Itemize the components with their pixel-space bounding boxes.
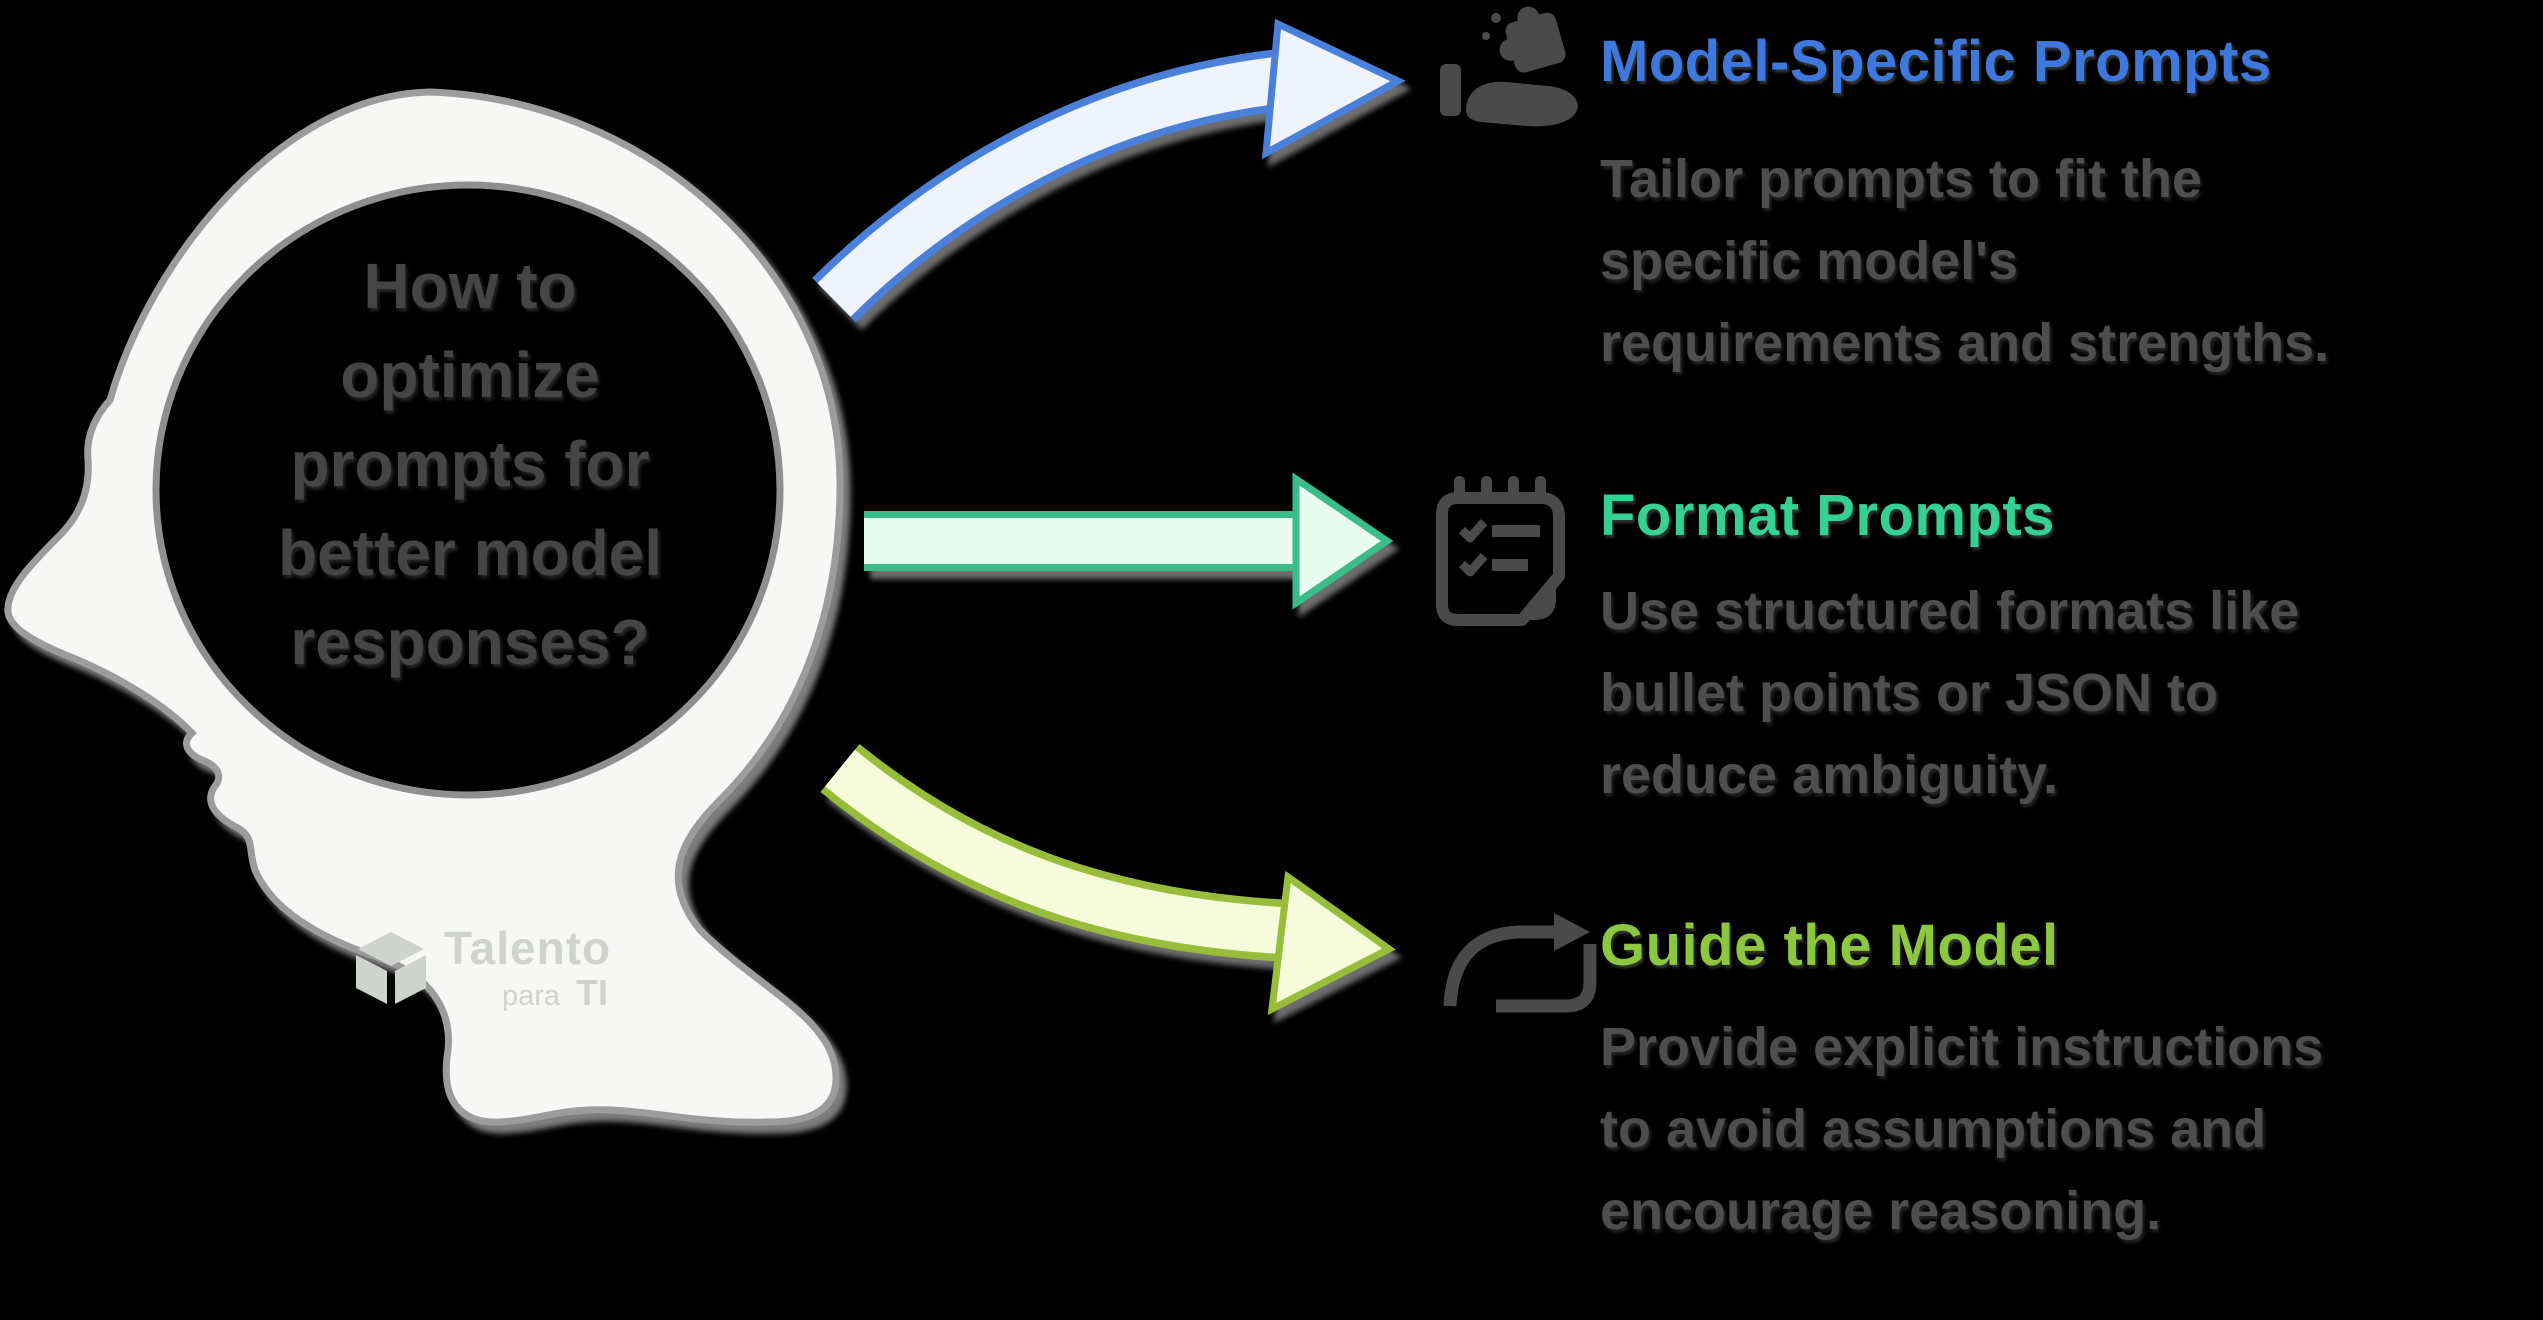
- arrow-model-specific: [812, 18, 1406, 323]
- head-question-text: How to optimize prompts for better model…: [160, 242, 780, 687]
- question-line: prompts for: [290, 428, 650, 500]
- section-body-guide-model: Provide explicit instructions to avoid a…: [1600, 1006, 2460, 1252]
- section-title-guide-model: Guide the Model: [1600, 913, 2059, 978]
- body-line: Tailor prompts to fit the: [1600, 149, 2202, 209]
- logo-word-ti: TI: [576, 972, 609, 1013]
- notepad-checklist-icon: [1436, 476, 1565, 626]
- body-line: requirements and strengths.: [1600, 313, 2330, 373]
- logo-text: Talento para TI: [444, 925, 611, 1011]
- head-silhouette: [4, 88, 844, 1126]
- section-body-format-prompts: Use structured formats like bullet point…: [1600, 570, 2460, 816]
- body-line: to avoid assumptions and: [1600, 1099, 2267, 1159]
- body-line: reduce ambiguity.: [1600, 745, 2059, 805]
- body-line: Use structured formats like: [1600, 581, 2300, 641]
- section-body-model-specific: Tailor prompts to fit the specific model…: [1600, 138, 2460, 384]
- body-line: Provide explicit instructions: [1600, 1017, 2324, 1077]
- cube-logo-icon: [356, 932, 426, 1004]
- question-line: How to: [363, 250, 577, 322]
- arrow-format-prompts: [864, 472, 1394, 610]
- question-line: optimize: [340, 339, 600, 411]
- logo-word-para: para: [502, 980, 561, 1012]
- arrow-guide-model: [820, 743, 1396, 1016]
- brain-circle: [152, 181, 784, 799]
- question-line: better model: [277, 517, 663, 589]
- logo-word-talento: Talento: [444, 922, 612, 974]
- talento-para-ti-logo: Talento para TI: [352, 925, 611, 1011]
- hand-holding-puzzle-icon: [1440, 6, 1578, 127]
- question-line: responses?: [290, 606, 650, 678]
- body-line: specific model's: [1600, 231, 2018, 291]
- body-line: bullet points or JSON to: [1600, 663, 2218, 723]
- body-line: encourage reasoning.: [1600, 1181, 2162, 1241]
- section-title-format-prompts: Format Prompts: [1600, 483, 2055, 548]
- section-title-model-specific: Model-Specific Prompts: [1600, 29, 2272, 94]
- route-arrow-icon: [1443, 913, 1597, 1013]
